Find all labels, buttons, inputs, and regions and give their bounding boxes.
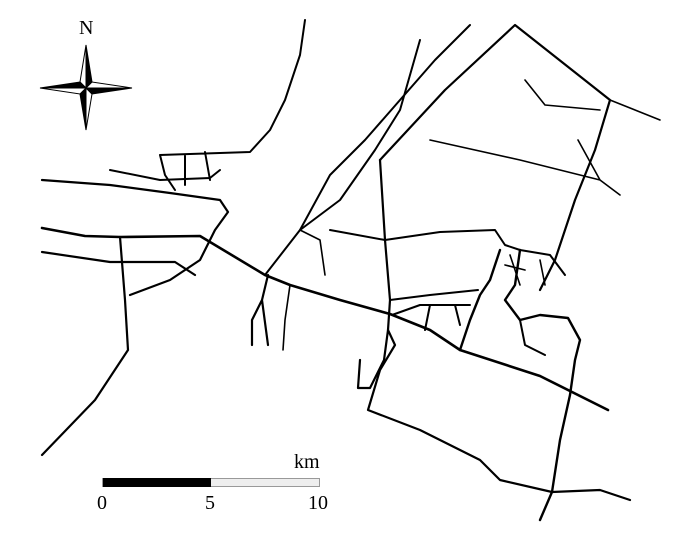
main-road [40,250,197,277]
main-road [159,19,306,191]
main-road [40,226,610,412]
main-road [250,273,270,347]
main-road [329,229,566,276]
main-road [356,158,392,390]
main-road [40,178,230,297]
main-road [299,24,471,231]
main-road [264,39,421,276]
scale-bar [102,478,320,487]
north-label: N [79,17,94,39]
main-road [282,229,546,351]
main-road [389,289,546,356]
main-road [366,328,632,502]
scale-bar-dark-segment [103,478,211,487]
scale-tick-5: 5 [205,492,215,514]
scale-tick-0: 0 [97,492,107,514]
main-road [458,248,582,522]
scale-tick-10: 10 [308,492,328,514]
main-road [378,23,612,292]
main-road [429,79,661,196]
scale-unit-label: km [294,451,320,473]
main-road [40,235,130,457]
